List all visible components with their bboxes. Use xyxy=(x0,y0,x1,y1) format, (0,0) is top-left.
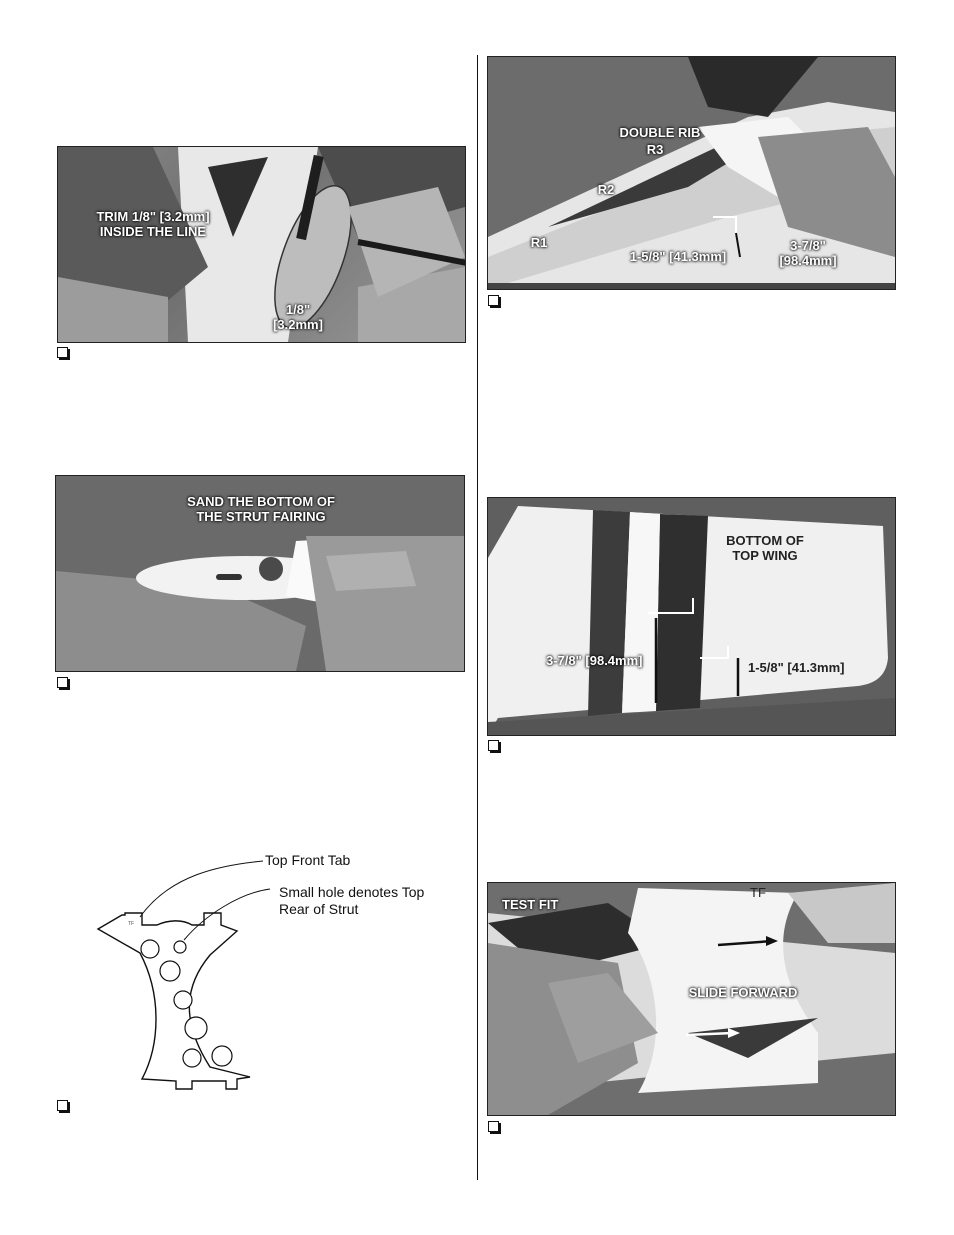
photo2-sand-label: SAND THE BOTTOM OF THE STRUT FAIRING xyxy=(187,494,335,524)
photo5-test-fit-label: TEST FIT xyxy=(502,897,559,912)
photo-sand-fairing: SAND THE BOTTOM OF THE STRUT FAIRING xyxy=(55,475,465,672)
photo3-dim-large-label: 3-7/8" [98.4mm] xyxy=(779,238,837,268)
step-checkbox-6[interactable] xyxy=(488,1121,499,1132)
small-hole xyxy=(173,940,187,954)
step-checkbox-2[interactable] xyxy=(57,677,68,688)
tf-mark: TF xyxy=(128,921,134,927)
step-checkbox-3[interactable] xyxy=(57,1100,68,1111)
callout-small-hole: Small hole denotes Top Rear of Strut xyxy=(279,884,425,917)
photo-trim-line: TRIM 1/8" [3.2mm] INSIDE THE LINE 1/8" [… xyxy=(57,146,466,343)
photo3-r3-label: R3 xyxy=(646,142,664,157)
photo5-tf-label: TF xyxy=(750,885,766,900)
photo-double-rib: DOUBLE RIB R3 R2 R1 1-5/8" [41.3mm] 3-7/… xyxy=(487,56,896,290)
photo4-dim-small-label: 1-5/8" [41.3mm] xyxy=(748,660,845,675)
photo-double-rib-art xyxy=(488,57,895,289)
photo-bottom-top-wing-art xyxy=(488,498,895,735)
callout-line-top-front xyxy=(139,860,264,918)
photo-test-fit: TEST FIT SLIDE FORWARD TF xyxy=(487,882,896,1116)
callout-line-small-hole xyxy=(183,888,271,941)
column-divider xyxy=(477,55,478,1180)
strut-diagram: TF xyxy=(96,860,271,1090)
photo4-bottom-label: BOTTOM OF TOP WING xyxy=(726,533,804,563)
photo3-double-rib-label: DOUBLE RIB xyxy=(619,125,701,140)
photo-sand-fairing-art xyxy=(56,476,464,671)
photo1-dim-label: 1/8" [3.2mm] xyxy=(273,302,323,332)
photo3-r1-label: R1 xyxy=(530,235,548,250)
photo3-r2-label: R2 xyxy=(597,182,615,197)
step-checkbox-5[interactable] xyxy=(488,740,499,751)
photo-bottom-top-wing: BOTTOM OF TOP WING 3-7/8" [98.4mm] 1-5/8… xyxy=(487,497,896,736)
photo-test-fit-art xyxy=(488,883,895,1115)
photo3-dim-small-label: 1-5/8" [41.3mm] xyxy=(629,249,727,264)
photo4-dim-large-label: 3-7/8" [98.4mm] xyxy=(546,653,643,668)
step-checkbox-4[interactable] xyxy=(488,295,499,306)
photo-trim-line-art xyxy=(58,147,465,342)
photo1-trim-label: TRIM 1/8" [3.2mm] INSIDE THE LINE xyxy=(96,209,210,239)
step-checkbox-1[interactable] xyxy=(57,347,68,358)
callout-top-front-tab: Top Front Tab xyxy=(265,852,351,868)
photo5-slide-label: SLIDE FORWARD xyxy=(688,985,798,1000)
